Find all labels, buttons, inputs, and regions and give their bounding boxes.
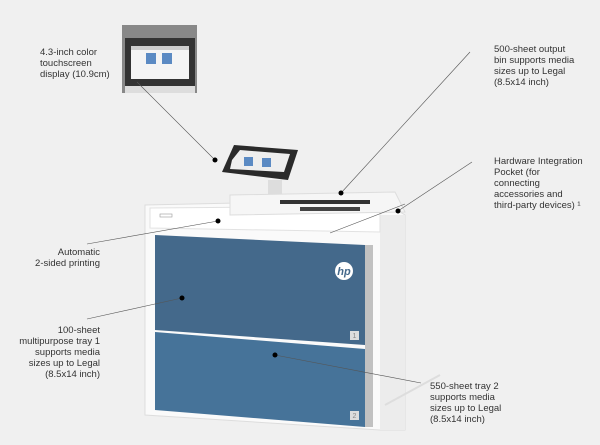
line: Automatic — [57, 247, 100, 258]
line: sizes up to Legal — [28, 358, 100, 369]
line: bin supports media — [494, 55, 575, 66]
hp-logo — [335, 262, 353, 280]
line: (8.5x14 inch) — [494, 77, 549, 88]
callout-output-bin: 500-sheet output bin supports media size… — [494, 44, 574, 88]
callout-display: 4.3-inch color touchscreen display (10.9… — [40, 47, 110, 80]
leader-lines — [86, 51, 473, 384]
line: 100-sheet — [57, 325, 100, 336]
callout-tray1: 100-sheet multipurpose tray 1 supports m… — [19, 325, 100, 380]
line: 4.3-inch color — [40, 47, 98, 58]
line: sizes up to Legal — [494, 66, 566, 77]
tray-2-panel — [155, 332, 365, 427]
line: sizes up to Legal — [430, 403, 502, 414]
line: connecting — [494, 178, 540, 189]
display-closeup-inset — [122, 25, 197, 93]
tray-1-number: 1 — [353, 333, 357, 340]
line: display (10.9cm) — [40, 69, 110, 80]
line: (8.5x14 inch) — [45, 369, 100, 380]
line: multipurpose tray 1 — [19, 336, 100, 347]
line: 550-sheet tray 2 — [430, 381, 499, 392]
callout-tray2: 550-sheet tray 2 supports media sizes up… — [430, 381, 501, 425]
printer-body: hp 1 2 — [144, 145, 441, 431]
tray-2-number: 2 — [353, 413, 357, 420]
line: (8.5x14 inch) — [430, 414, 485, 425]
line: accessories and — [494, 189, 563, 200]
line: third-party devices) ¹ — [494, 200, 581, 211]
line: 500-sheet output — [494, 44, 566, 55]
tray-1-panel — [155, 235, 365, 345]
line: Pocket (for — [494, 167, 540, 178]
line: touchscreen — [40, 58, 92, 69]
line: supports media — [35, 347, 100, 358]
callout-hip: Hardware Integration Pocket (for connect… — [494, 156, 583, 211]
line: supports media — [430, 392, 495, 403]
hp-logo-text: hp — [337, 266, 351, 278]
callout-duplex: Automatic 2-sided printing — [35, 247, 100, 269]
line: 2-sided printing — [35, 258, 100, 269]
line: Hardware Integration — [494, 156, 583, 167]
callout-dots — [179, 157, 401, 358]
